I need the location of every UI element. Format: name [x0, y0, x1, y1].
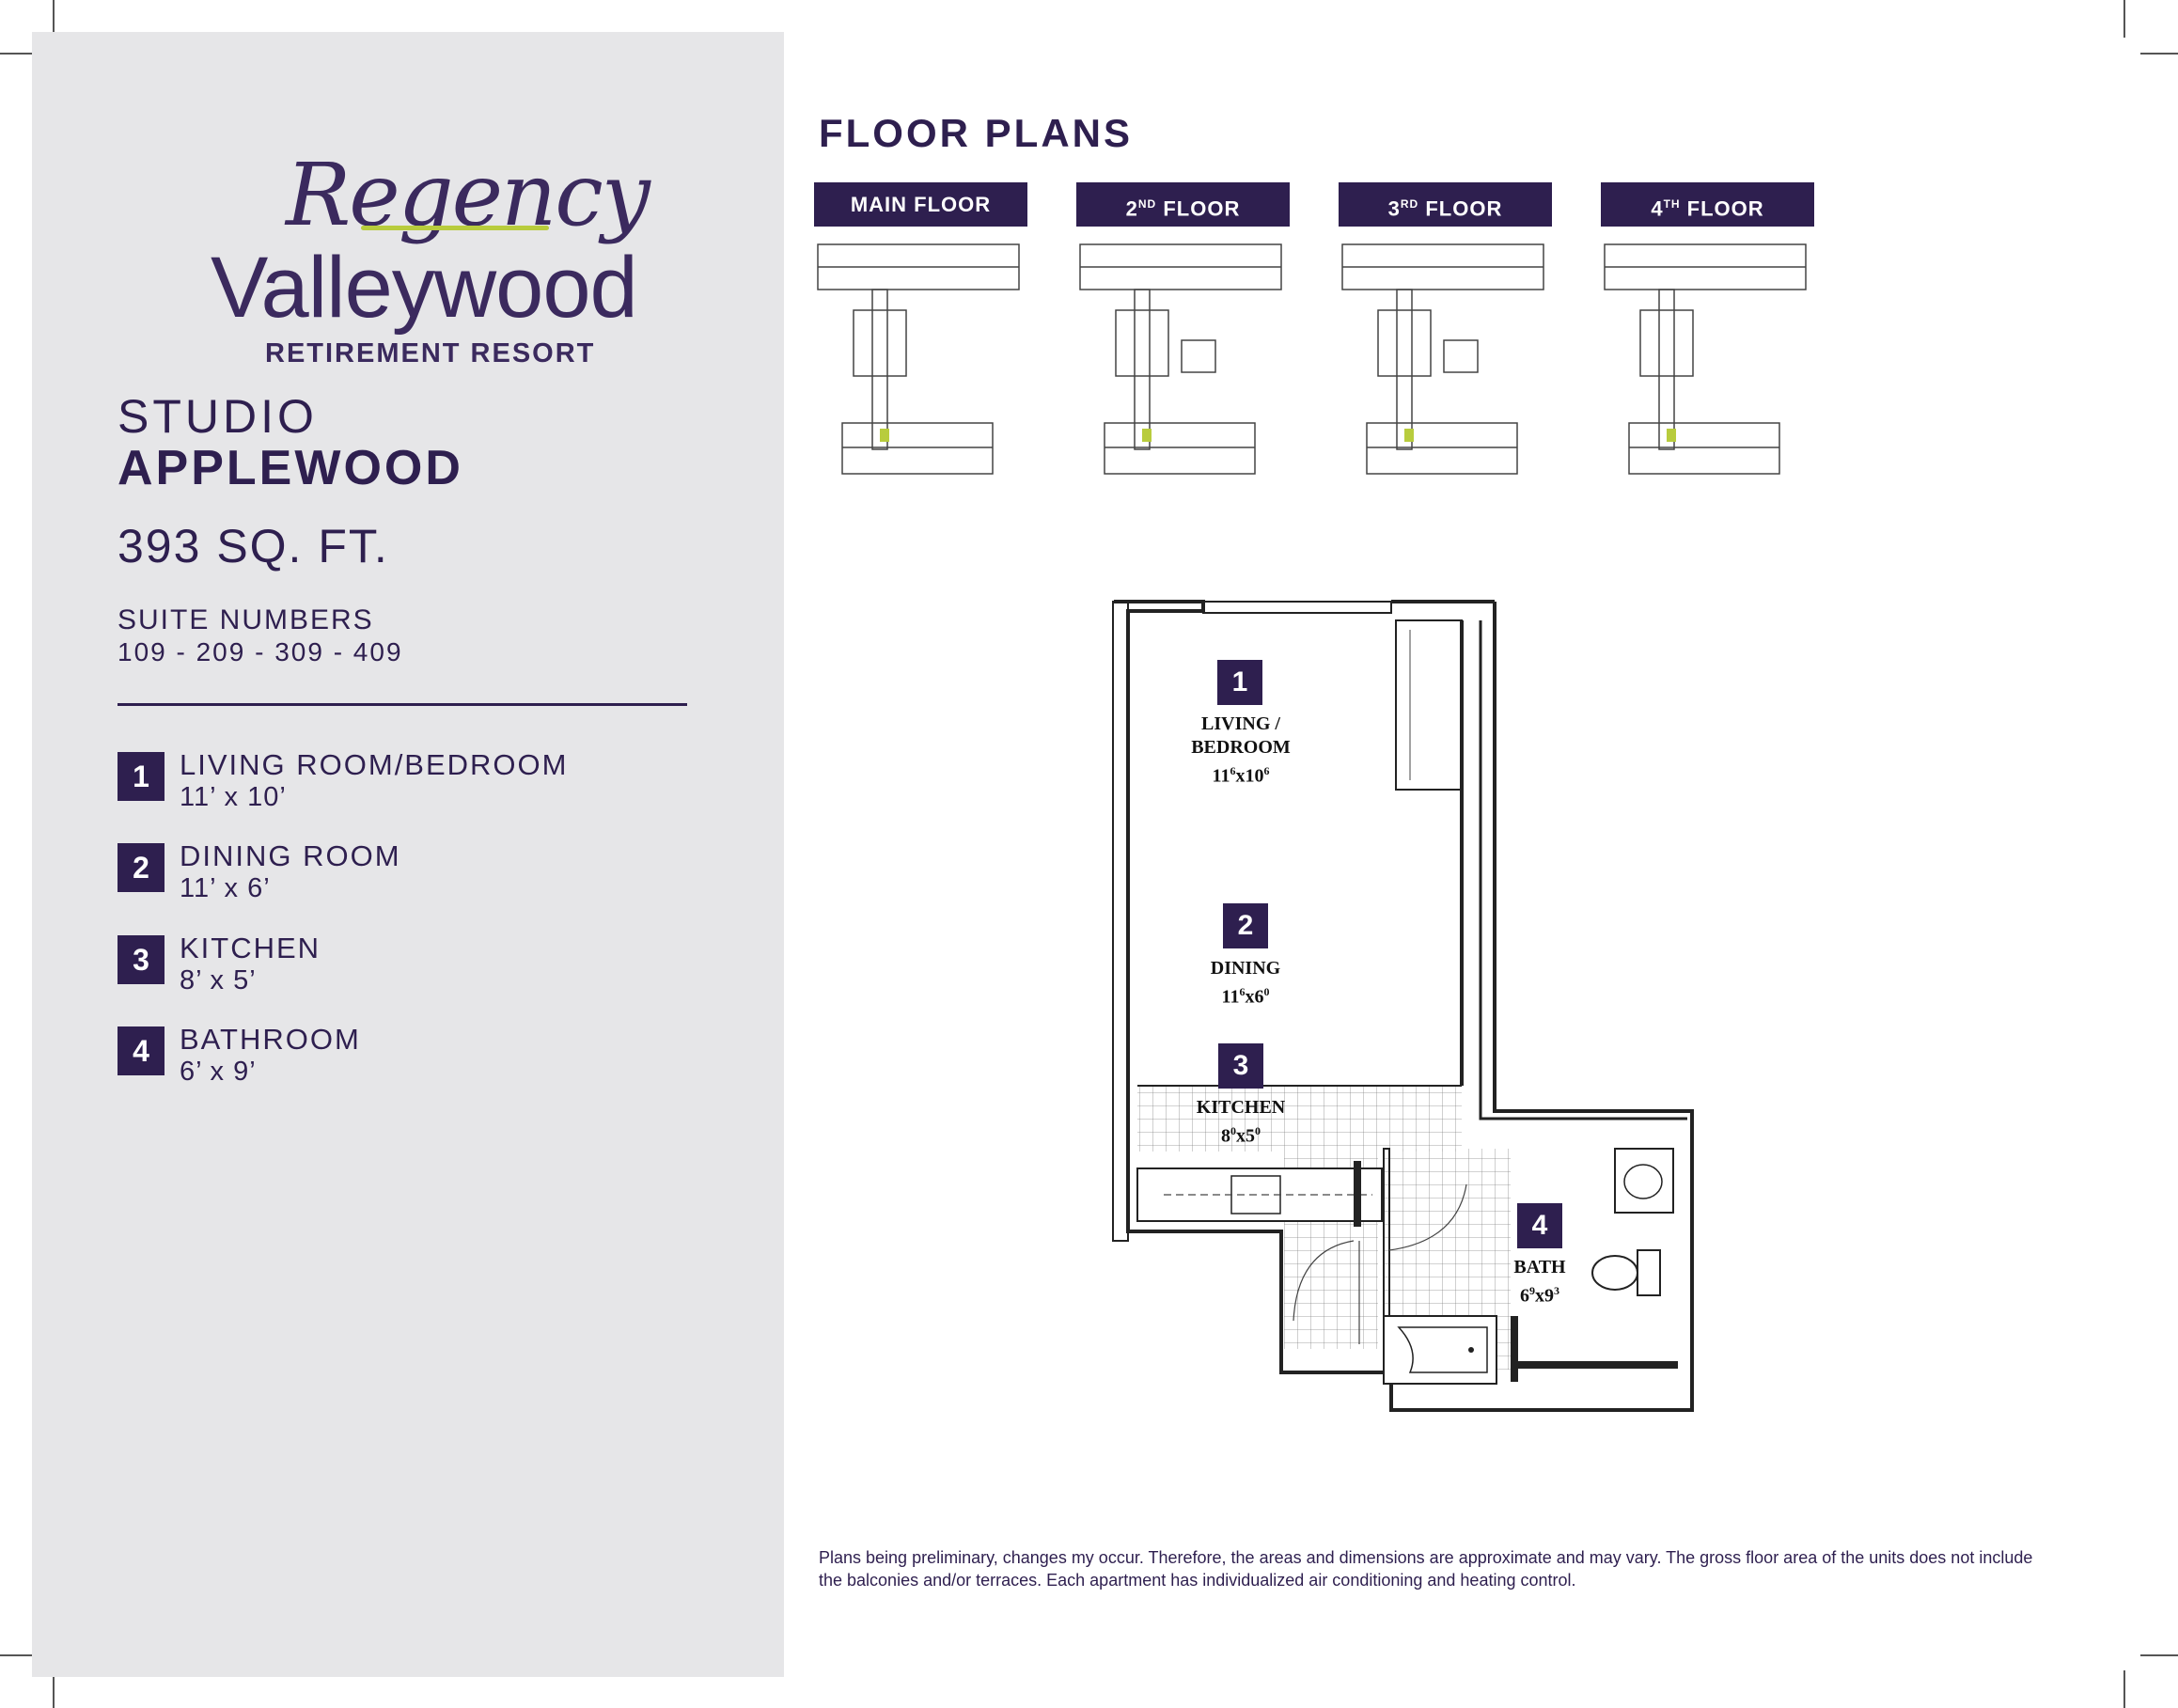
- room-dimensions: 11’ x 6’: [180, 873, 271, 903]
- living-label-line1: LIVING /: [1201, 713, 1280, 734]
- crop-mark: [2123, 1670, 2125, 1708]
- kitchen-dimensions: 80x50: [1166, 1120, 1316, 1149]
- dim-sup: 6: [1263, 764, 1270, 777]
- tab-label-sup: ND: [1137, 197, 1157, 211]
- dim-sup: 0: [1263, 985, 1270, 998]
- unit-floor-plan: [1112, 600, 1694, 1412]
- living-number-badge: 1: [1217, 660, 1262, 705]
- dim: 11: [1212, 765, 1230, 787]
- dim-sup: 9: [1529, 1284, 1535, 1297]
- room-name: LIVING ROOM/BEDROOM: [180, 748, 569, 781]
- suite-label: SUITE NUMBERS: [118, 604, 374, 635]
- room-dimensions: 11’ x 10’: [180, 782, 287, 812]
- crop-mark: [0, 1654, 38, 1656]
- dim: x6: [1245, 986, 1264, 1008]
- crop-mark: [53, 0, 55, 38]
- living-label: LIVING / BEDROOM 116x106: [1166, 713, 1316, 789]
- room-item: 3 KITCHEN 8’ x 5’: [118, 932, 700, 997]
- unit-name: APPLEWOOD: [118, 441, 463, 495]
- kitchen-label-line: KITCHEN: [1196, 1097, 1286, 1118]
- crop-mark: [2140, 1654, 2178, 1656]
- bath-dimensions: 69x93: [1483, 1279, 1596, 1308]
- dim-sup: 0: [1255, 1124, 1261, 1137]
- dim: x10: [1235, 765, 1264, 787]
- crop-mark: [2140, 53, 2178, 55]
- unit-area: 393 SQ. FT.: [118, 520, 389, 572]
- kitchen-number-badge: 3: [1218, 1043, 1263, 1089]
- floor-plans-title: FLOOR PLANS: [819, 111, 1133, 155]
- bath-label-line: BATH: [1513, 1257, 1566, 1277]
- room-item: 1 LIVING ROOM/BEDROOM 11’ x 10’: [118, 748, 700, 814]
- logo-swoosh: [361, 226, 549, 230]
- dining-number-badge: 2: [1223, 903, 1268, 948]
- room-dimensions: 8’ x 5’: [180, 965, 257, 995]
- logo-subtitle: RETIREMENT RESORT: [265, 338, 596, 368]
- fourth-floor-thumbnail[interactable]: [1603, 235, 1810, 481]
- room-item: 4 BATHROOM 6’ x 9’: [118, 1023, 700, 1089]
- crop-mark: [53, 1670, 55, 1708]
- tab-label: MAIN FLOOR: [850, 193, 992, 216]
- logo-main: Valleywood: [211, 240, 638, 336]
- second-floor-thumbnail[interactable]: [1078, 235, 1285, 481]
- main-floor-thumbnail[interactable]: [816, 235, 1023, 481]
- dim-sup: 0: [1230, 1124, 1236, 1137]
- dim: x5: [1236, 1125, 1255, 1147]
- room-number-badge: 3: [118, 935, 165, 984]
- dining-dimensions: 116x60: [1170, 980, 1321, 1010]
- room-number-badge: 1: [118, 752, 165, 801]
- tab-main-floor[interactable]: MAIN FLOOR: [814, 182, 1027, 227]
- third-floor-thumbnail[interactable]: [1340, 235, 1547, 481]
- divider: [118, 703, 687, 706]
- tab-label: 3: [1387, 196, 1401, 221]
- tab-label: FLOOR: [1680, 196, 1764, 221]
- suite-numbers: 109 - 209 - 309 - 409: [118, 637, 403, 666]
- dining-label-line: DINING: [1210, 958, 1281, 979]
- living-dimensions: 116x106: [1166, 760, 1316, 789]
- tab-label: 4: [1651, 196, 1664, 221]
- crop-mark: [0, 53, 38, 55]
- tab-label: FLOOR: [1418, 196, 1503, 221]
- room-number-badge: 2: [118, 843, 165, 892]
- unit-type: STUDIO: [118, 390, 318, 443]
- room-item: 2 DINING ROOM 11’ x 6’: [118, 839, 700, 905]
- disclaimer: Plans being preliminary, changes my occu…: [819, 1548, 2033, 1590]
- dim-sup: 3: [1554, 1284, 1559, 1297]
- living-label-line2: BEDROOM: [1191, 737, 1291, 758]
- tab-label: FLOOR: [1156, 196, 1241, 221]
- tab-label: 2: [1125, 196, 1138, 221]
- tab-2nd-floor[interactable]: 2ND FLOOR: [1076, 182, 1290, 227]
- dim: x9: [1535, 1285, 1554, 1307]
- dining-label: DINING 116x60: [1170, 957, 1321, 1010]
- room-number-badge: 4: [118, 1026, 165, 1075]
- tab-label-sup: TH: [1663, 197, 1681, 211]
- dim: 11: [1221, 986, 1240, 1008]
- kitchen-label: KITCHEN 80x50: [1166, 1096, 1316, 1149]
- room-name: KITCHEN: [180, 932, 321, 964]
- dim: 6: [1520, 1285, 1529, 1307]
- room-name: BATHROOM: [180, 1023, 361, 1056]
- bath-number-badge: 4: [1517, 1203, 1562, 1248]
- bath-label: BATH 69x93: [1483, 1256, 1596, 1308]
- dim-sup: 6: [1239, 985, 1246, 998]
- tab-3rd-floor[interactable]: 3RD FLOOR: [1339, 182, 1552, 227]
- room-name: DINING ROOM: [180, 839, 401, 872]
- crop-mark: [2123, 0, 2125, 38]
- dim: 8: [1221, 1125, 1230, 1147]
- dim-sup: 6: [1230, 764, 1236, 777]
- tab-4th-floor[interactable]: 4TH FLOOR: [1601, 182, 1814, 227]
- room-dimensions: 6’ x 9’: [180, 1057, 257, 1087]
- tab-label-sup: RD: [1400, 197, 1419, 211]
